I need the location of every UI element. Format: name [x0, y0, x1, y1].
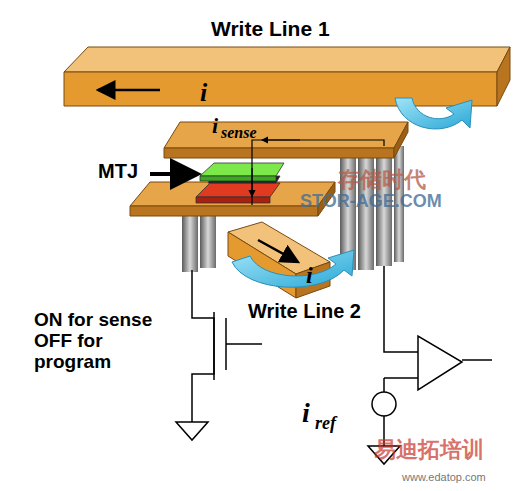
current-subscript: sense: [221, 124, 257, 142]
current-arrow: [251, 168, 252, 196]
current-arrow: [262, 139, 300, 140]
current-symbol: i: [302, 398, 310, 429]
access-transistor: [192, 270, 262, 422]
sense-wiring: [384, 266, 492, 446]
magnetic-field-arrow: [232, 250, 354, 287]
current-arrow: [258, 240, 298, 262]
line-title: Write Line 1: [211, 17, 330, 40]
mtj-stack: [196, 163, 284, 203]
part-label: MTJ: [98, 160, 138, 182]
watermark: 存储时代: [338, 168, 426, 192]
current-symbol: i: [200, 79, 207, 108]
ground-symbol: [176, 422, 208, 440]
current-symbol: i: [306, 262, 313, 288]
transistor-note: ON for sense OFF for program: [34, 310, 160, 373]
write-line-1-bar: [64, 47, 510, 106]
watermark: STOR-AGE.COM: [300, 192, 442, 212]
line-title: Write Line 2: [248, 300, 361, 322]
watermark: www.edatop.com: [402, 471, 486, 483]
leader-arrow: [150, 172, 198, 176]
current-subscript: ref: [315, 414, 336, 434]
watermark: 易迪拓培训: [374, 438, 484, 462]
current-arrow: [98, 89, 160, 92]
sense-amplifier: [418, 336, 462, 390]
current-symbol: i: [212, 114, 218, 138]
current-source: [372, 392, 396, 416]
